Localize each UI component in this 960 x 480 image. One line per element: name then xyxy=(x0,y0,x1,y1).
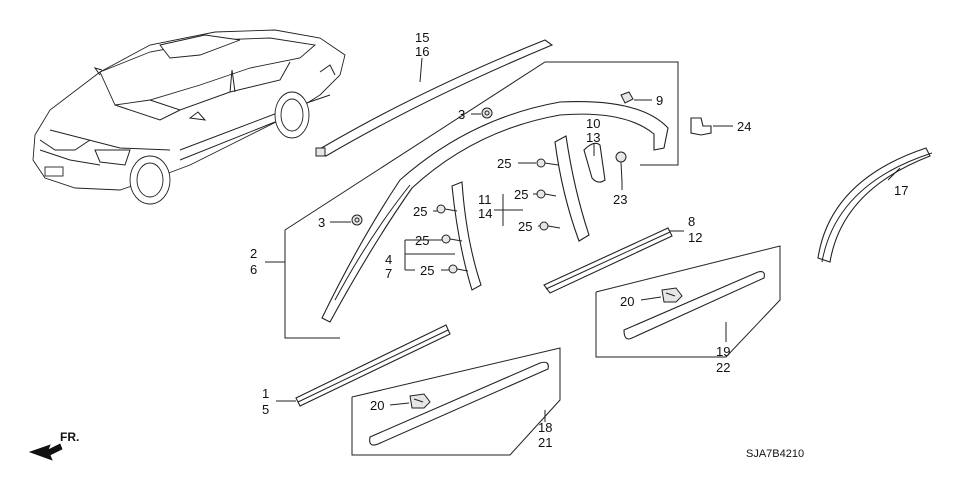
box-19-22 xyxy=(595,245,781,358)
pillar-front xyxy=(451,181,482,291)
bracket-2-6-top xyxy=(284,61,679,231)
clip-20-right xyxy=(661,287,683,303)
car-illustration xyxy=(32,29,346,205)
callout-25f: 25 xyxy=(420,263,434,278)
front-marker: FR. xyxy=(60,430,79,444)
screw-25d xyxy=(436,204,458,214)
lower-molding-1-5 xyxy=(295,324,451,407)
side-molding-8-12 xyxy=(543,227,673,294)
callout-10: 10 xyxy=(586,116,600,131)
callout-18: 18 xyxy=(538,420,552,435)
callout-15: 15 xyxy=(415,30,429,45)
door-molding-19-22 xyxy=(623,271,765,340)
clip-20-left xyxy=(409,393,431,409)
callout-3-lower: 3 xyxy=(318,215,325,230)
door-molding-18-21 xyxy=(369,361,549,446)
bracket-4-7 xyxy=(404,239,435,271)
callout-25d: 25 xyxy=(413,204,427,219)
piece-10-13 xyxy=(583,142,606,183)
callout-9: 9 xyxy=(656,93,663,108)
callout-2: 2 xyxy=(250,246,257,261)
door-frame-molding-part xyxy=(321,101,669,323)
callout-8: 8 xyxy=(688,214,695,229)
arch-molding-17 xyxy=(817,147,933,263)
screw-25e xyxy=(441,234,463,244)
callout-20-left: 20 xyxy=(370,398,384,413)
callout-22: 22 xyxy=(716,360,730,375)
callout-24: 24 xyxy=(737,119,751,134)
callout-25b: 25 xyxy=(514,187,528,202)
screw-25c xyxy=(539,221,561,231)
callout-21: 21 xyxy=(538,435,552,450)
callout-25a: 25 xyxy=(497,156,511,171)
callout-19: 19 xyxy=(716,344,730,359)
callout-4: 4 xyxy=(385,252,392,267)
callout-16: 16 xyxy=(415,44,429,59)
callout-20-right: 20 xyxy=(620,294,634,309)
pillar-rear xyxy=(554,135,590,242)
clip-24 xyxy=(690,117,712,136)
callout-1: 1 xyxy=(262,386,269,401)
callout-6: 6 xyxy=(250,262,257,277)
callout-7: 7 xyxy=(385,266,392,281)
box-18-21 xyxy=(351,347,561,456)
front-arrow-icon xyxy=(28,443,63,461)
callout-11: 11 xyxy=(478,192,492,207)
screw-25f xyxy=(448,264,469,274)
callout-23: 23 xyxy=(613,192,627,207)
callout-5: 5 xyxy=(262,402,269,417)
leader-15 xyxy=(419,57,423,83)
callout-13: 13 xyxy=(586,130,600,145)
screw-25a xyxy=(536,158,559,168)
callout-25c: 25 xyxy=(518,219,532,234)
screw-25b xyxy=(536,189,557,199)
callout-12: 12 xyxy=(688,230,702,245)
clip-9 xyxy=(620,91,634,104)
bracket-2-6 xyxy=(284,230,340,339)
clip-3-upper xyxy=(481,107,493,119)
diagram-code: SJA7B4210 xyxy=(746,448,804,460)
clip-3-lower xyxy=(351,214,363,226)
callout-17: 17 xyxy=(894,183,908,198)
screw-23 xyxy=(615,151,627,183)
callout-3-upper: 3 xyxy=(458,107,465,122)
roof-molding-part xyxy=(315,39,554,157)
callout-14: 14 xyxy=(478,206,492,221)
